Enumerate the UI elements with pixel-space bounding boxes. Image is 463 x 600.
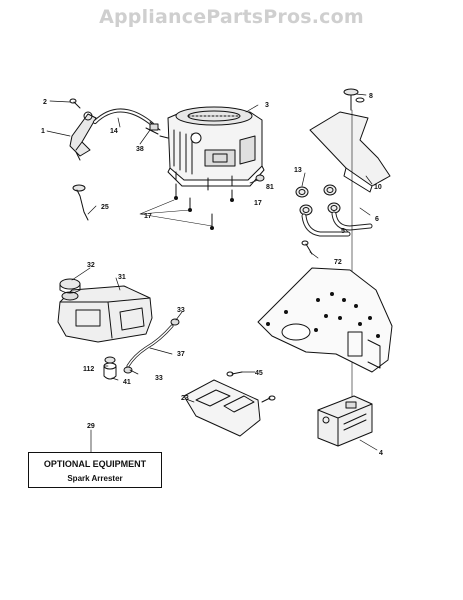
dipstick[interactable] [72,184,89,221]
fuel-cap[interactable] [59,278,81,294]
callout-13: 13 [294,167,302,174]
callout-3: 3 [265,102,269,109]
callout-112: 112 [83,366,94,373]
fuel-line[interactable] [93,108,154,126]
mounting-bracket[interactable] [183,379,261,437]
callout-25: 25 [101,204,109,211]
callout-17-right: 17 [254,200,262,207]
fuel-filter[interactable] [103,356,117,380]
heat-shield[interactable] [309,111,391,193]
callout-17-left: 17 [144,213,152,220]
optional-equipment-item: Spark Arrester [67,474,123,483]
callout-33-top: 33 [177,307,185,314]
callout-32: 32 [87,262,95,269]
callout-37: 37 [177,351,185,358]
callout-23: 23 [181,395,189,402]
callout-8: 8 [369,93,373,100]
callout-72: 72 [334,259,342,266]
shield-bolt[interactable] [343,88,365,111]
optional-equipment-title: OPTIONAL EQUIPMENT [43,459,147,469]
nut[interactable] [255,174,265,182]
engine[interactable] [159,106,265,191]
fuel-fitting[interactable] [145,121,161,135]
leader-lines [46,93,378,453]
callout-labels: 2 1 3 4 5 6 8 10 13 14 17 17 23 25 29 31… [41,93,383,457]
callout-14: 14 [110,128,118,135]
screw[interactable] [69,98,81,109]
optional-equipment-box: OPTIONAL EQUIPMENT Spark Arrester [28,452,162,488]
callout-33-bottom: 33 [155,375,163,382]
callout-81: 81 [266,184,274,191]
throttle-control[interactable] [69,111,97,161]
callout-38: 38 [136,146,144,153]
muffler[interactable] [317,395,373,447]
engine-bolts[interactable] [139,183,234,230]
callout-4: 4 [379,450,383,457]
frame-plate [257,267,393,373]
callout-1: 1 [41,128,45,135]
gaskets[interactable] [295,184,341,216]
watermark-text: AppliancePartsPros.com [99,6,364,28]
callout-29: 29 [87,423,95,430]
fuel-tank[interactable] [57,285,153,343]
callout-2: 2 [43,99,47,106]
exhaust-pipe[interactable] [301,211,373,237]
callout-6: 6 [375,216,379,223]
callout-41: 41 [123,379,131,386]
callout-45: 45 [255,370,263,377]
bracket-screws[interactable] [226,371,276,403]
callout-31: 31 [118,274,126,281]
fuel-hose[interactable] [123,318,180,374]
callout-5: 5 [341,228,345,235]
callout-10: 10 [374,184,382,191]
